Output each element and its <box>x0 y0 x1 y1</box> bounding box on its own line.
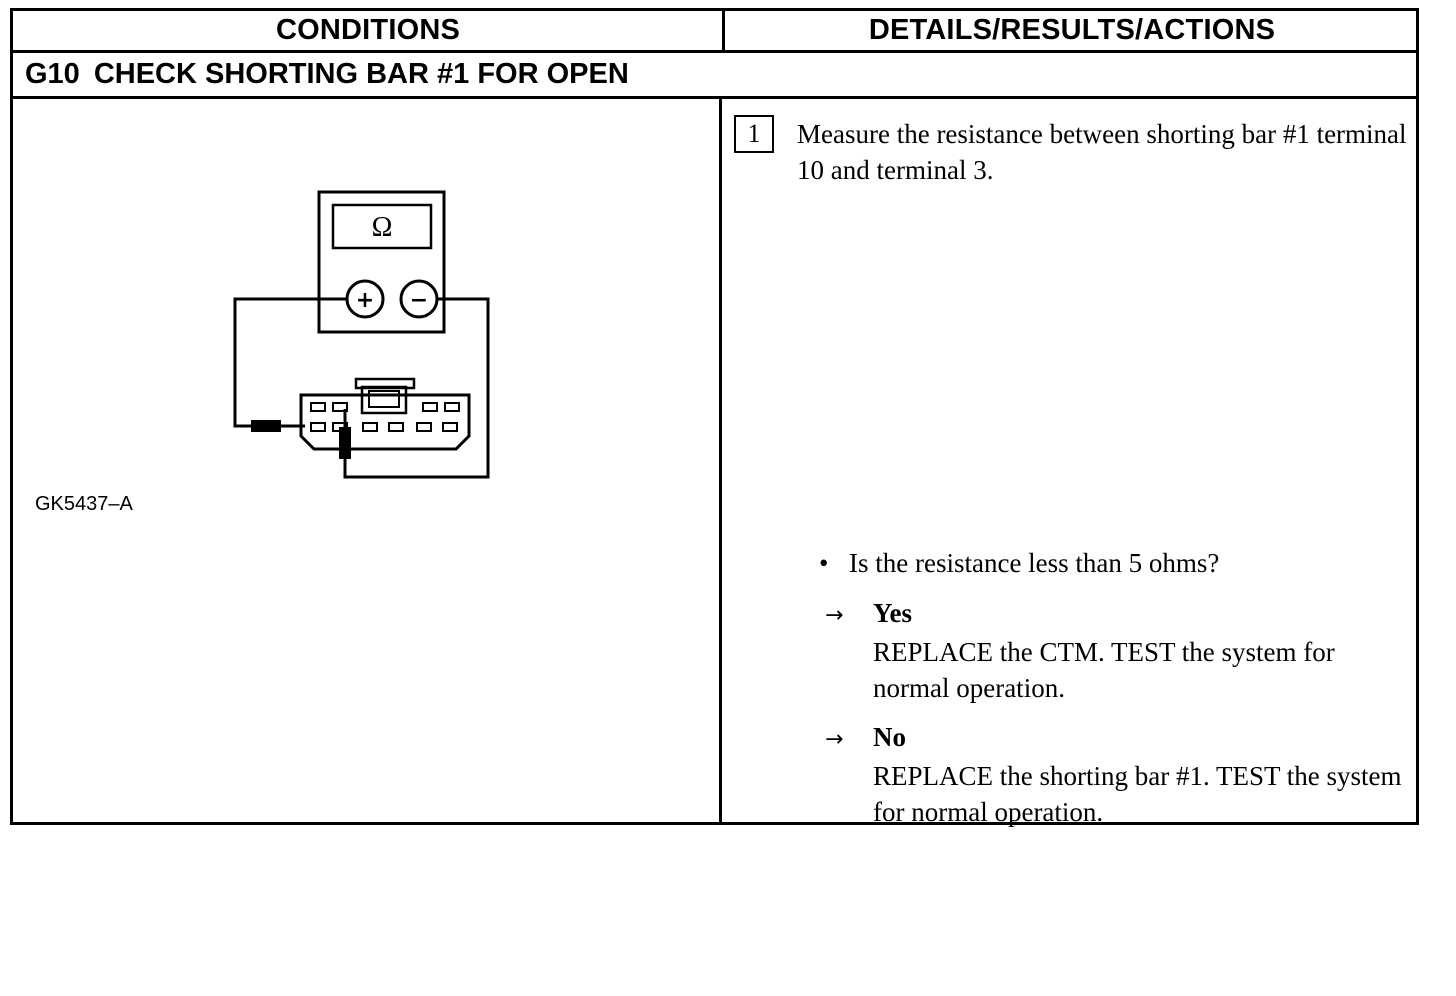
question: • Is the resistance less than 5 ohms? <box>819 545 1219 581</box>
column-divider <box>719 99 722 825</box>
answer-yes-text: REPLACE the CTM. TEST the system for nor… <box>873 637 1335 703</box>
negative-lead-wire <box>343 297 490 479</box>
diagram-svg: Ω + − <box>233 190 490 479</box>
positive-probe <box>251 420 281 432</box>
negative-probe <box>339 427 351 459</box>
figure-id: GK5437–A <box>35 493 133 515</box>
step-title-row: G10 CHECK SHORTING BAR #1 FOR OPEN <box>13 53 1416 99</box>
ohmmeter-display <box>331 203 433 250</box>
arrow-right-icon: → <box>825 727 844 752</box>
ohmmeter-body <box>317 190 446 334</box>
header-divider <box>722 11 725 50</box>
conditions-header: CONDITIONS <box>275 14 461 46</box>
answer-yes: → Yes REPLACE the CTM. TEST the system fo… <box>825 595 1413 706</box>
step-number-box: 1 <box>734 115 774 153</box>
answer-no: → No REPLACE the shorting bar #1. TEST th… <box>825 719 1413 830</box>
step-id: G10 <box>25 58 80 90</box>
measure-instruction: Measure the resistance between shorting … <box>797 119 1407 185</box>
answer-yes-label: Yes <box>873 598 912 628</box>
procedure-table: CONDITIONS DETAILS/RESULTS/ACTIONS G10 C… <box>10 8 1419 827</box>
positive-lead-wire <box>233 297 347 428</box>
table-header-row: CONDITIONS DETAILS/RESULTS/ACTIONS <box>13 11 1416 53</box>
ohmmeter-connector-diagram: Ω + − <box>209 181 509 496</box>
step-title: CHECK SHORTING BAR #1 FOR OPEN <box>93 58 629 90</box>
negative-jack-label: − <box>410 288 428 313</box>
question-text: Is the resistance less than 5 ohms? <box>849 548 1220 578</box>
details-header: DETAILS/RESULTS/ACTIONS <box>868 14 1276 46</box>
ohm-symbol: Ω <box>372 212 393 243</box>
arrow-right-icon: → <box>825 603 844 628</box>
shorting-bar-connector <box>299 377 471 451</box>
positive-jack-label: + <box>356 288 374 313</box>
answer-no-text: REPLACE the shorting bar #1. TEST the sy… <box>873 761 1402 827</box>
answer-no-label: No <box>873 722 906 752</box>
question-bullet: • <box>819 548 829 578</box>
